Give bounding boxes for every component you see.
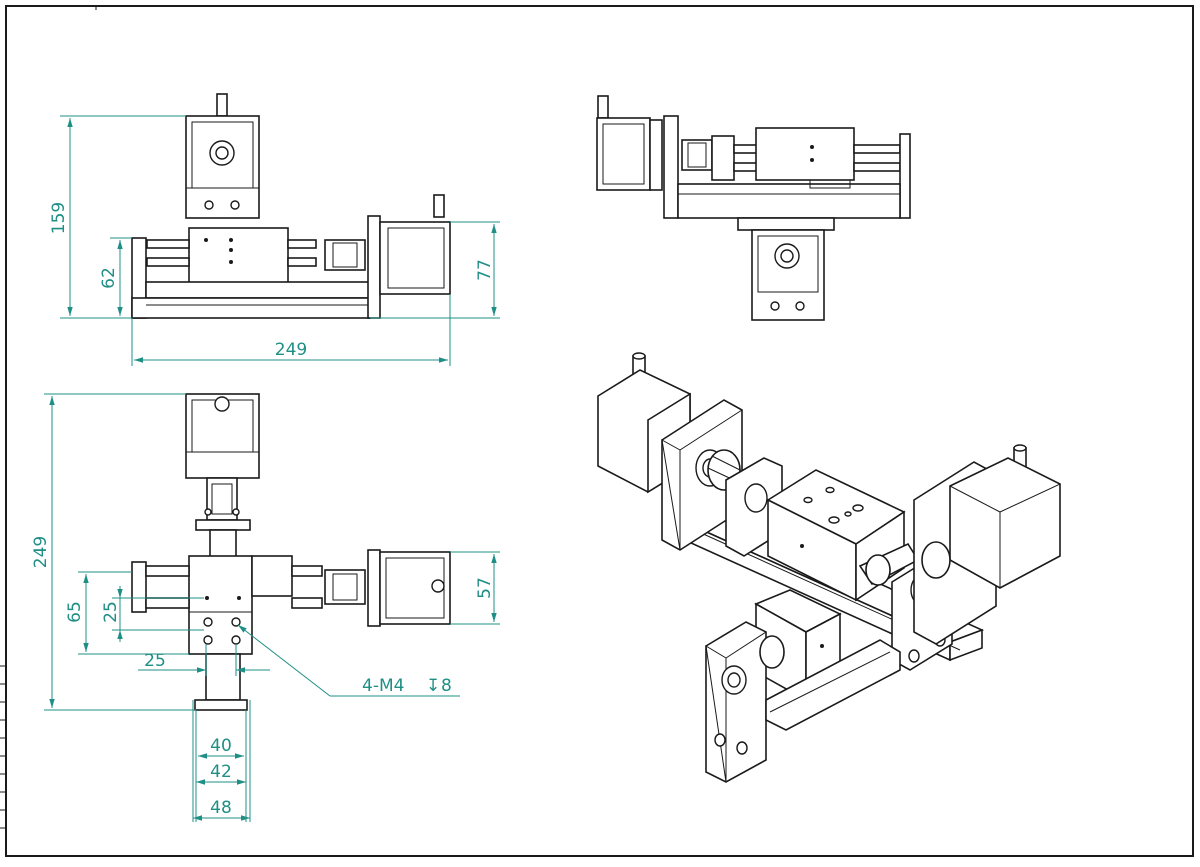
thread-depth: 8: [441, 676, 452, 696]
thread-callout: 4-M4: [362, 676, 404, 696]
top-view: [131, 393, 451, 711]
front-view: [131, 93, 451, 319]
depth-symbol: ↧: [426, 676, 440, 696]
dim-carriage-span: 65: [65, 601, 85, 623]
dim-motor-height: 77: [475, 259, 495, 281]
top-view-dimensions: 249 65 25 25 57 40 42 48 4-M4 ↧: [31, 393, 500, 822]
dim-hole-pitch-x: 25: [144, 651, 166, 671]
dim-motor-width: 57: [475, 577, 495, 599]
dim-base-height: 62: [99, 267, 119, 289]
sheet-border: [5, 5, 1194, 857]
front-view-dimensions: 159 62 77 249: [49, 115, 500, 366]
dim-overall-height: 159: [49, 202, 69, 234]
dim-overall-length-top: 249: [31, 536, 51, 568]
dim-rail-42: 42: [210, 762, 232, 782]
dim-rail-48: 48: [210, 798, 232, 818]
isometric-view: [597, 352, 1061, 783]
side-view: [596, 95, 911, 321]
dim-overall-length: 249: [275, 340, 307, 360]
left-margin-ticks: [0, 665, 6, 829]
dim-hole-pitch-y: 25: [101, 601, 121, 623]
dim-rail-40: 40: [210, 736, 232, 756]
